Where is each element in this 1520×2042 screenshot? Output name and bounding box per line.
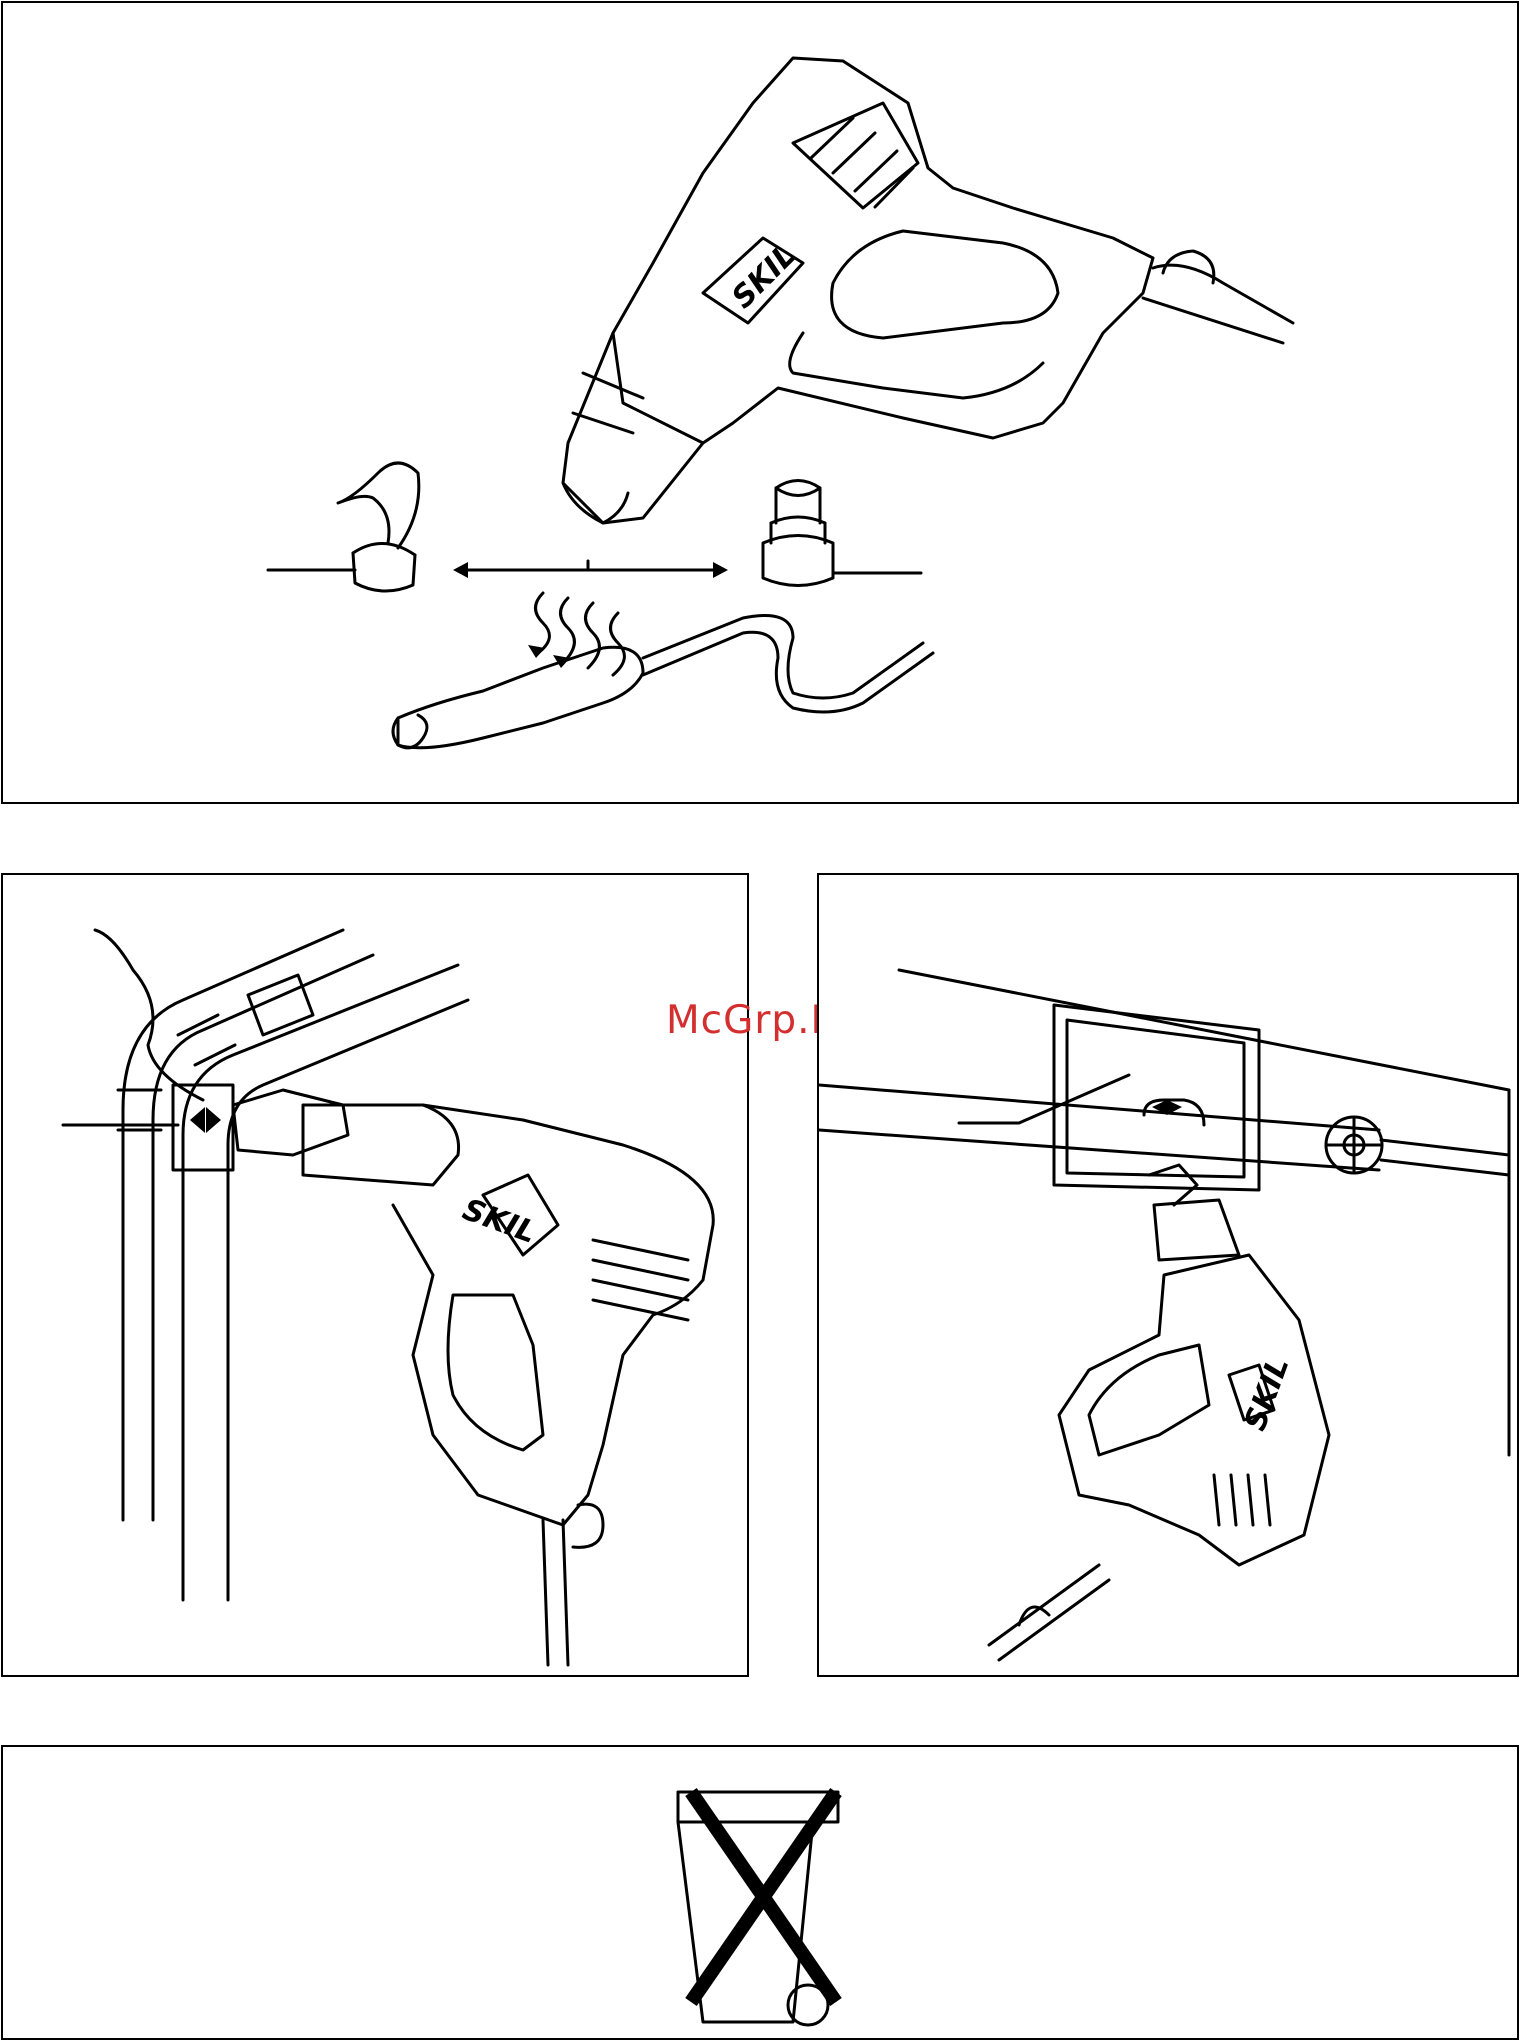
thawing-pipe-illustration: SKIL [819,875,1520,1679]
skil-logo: SKIL [1238,1353,1297,1436]
figure-disposal [1,1745,1519,2040]
crossed-out-wheelie-bin-icon [3,1747,1520,2042]
figure-accessory-nozzles: SKIL [1,1,1519,804]
heat-gun-nozzles-illustration: SKIL [3,3,1520,806]
skil-logo: SKIL [458,1192,541,1251]
figure-pipe-soldering: SKIL [1,873,749,1677]
pipe-soldering-illustration: SKIL [3,875,751,1679]
figure-thawing-pipe: SKIL [817,873,1519,1677]
